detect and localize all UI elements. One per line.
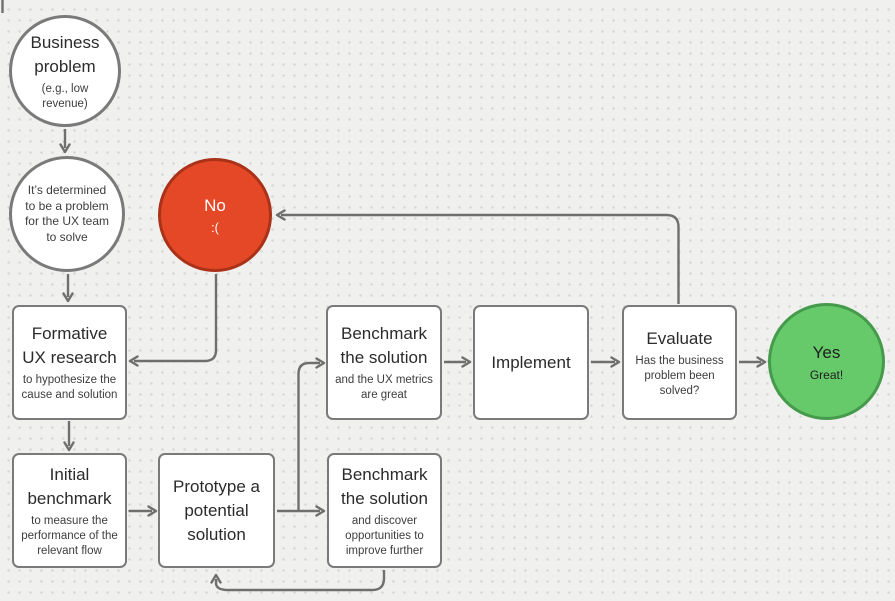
- node-evaluate[interactable]: Evaluate Has the business problem been s…: [622, 305, 737, 420]
- node-title: Benchmark the solution: [341, 464, 428, 508]
- node-subtitle: Great!: [809, 367, 844, 382]
- node-business-problem[interactable]: Business problem (e.g., low revenue): [9, 15, 121, 127]
- node-title: Yes: [812, 342, 841, 362]
- node-benchmark-improve-further[interactable]: Benchmark the solution and discover oppo…: [327, 453, 442, 568]
- node-title: Evaluate: [646, 328, 713, 348]
- connector-evaluate-to-no[interactable]: [275, 209, 680, 304]
- node-initial-benchmark[interactable]: Initial benchmark to measure the perform…: [12, 453, 127, 568]
- node-subtitle: to measure the performance of the releva…: [21, 514, 118, 557]
- node-subtitle: to hypothesize the cause and solution: [21, 374, 118, 401]
- node-title: No: [204, 196, 226, 215]
- node-yes[interactable]: Yes Great!: [768, 303, 885, 420]
- connector-benchmark-improve-to-prototype[interactable]: [210, 570, 386, 592]
- node-text: It’s determined to be a problem for the …: [24, 183, 110, 244]
- node-implement[interactable]: Implement: [473, 305, 589, 420]
- connector-no-to-formative[interactable]: [128, 274, 218, 367]
- node-title: Benchmark the solution: [340, 324, 428, 367]
- node-subtitle: and discover opportunities to improve fu…: [345, 514, 424, 557]
- connector-prototype-to-benchmark-great[interactable]: [297, 357, 326, 511]
- node-subtitle: and the UX metrics are great: [335, 374, 433, 401]
- node-no[interactable]: No :(: [158, 158, 272, 272]
- node-subtitle: (e.g., low revenue): [41, 82, 89, 110]
- node-subtitle: :(: [211, 221, 219, 235]
- node-benchmark-metrics-great[interactable]: Benchmark the solution and the UX metric…: [326, 305, 442, 420]
- node-formative-ux-research[interactable]: Formative UX research to hypothesize the…: [12, 305, 127, 420]
- node-prototype-solution[interactable]: Prototype a potential solution: [158, 453, 275, 568]
- node-ux-team-problem[interactable]: It’s determined to be a problem for the …: [9, 156, 125, 272]
- node-title: Prototype a potential solution: [173, 476, 260, 544]
- node-title: Business problem: [30, 32, 100, 76]
- node-subtitle: Has the business problem been solved?: [635, 354, 724, 397]
- node-title: Initial benchmark: [27, 464, 112, 508]
- node-title: Implement: [491, 352, 571, 372]
- node-title: Formative UX research: [22, 324, 117, 367]
